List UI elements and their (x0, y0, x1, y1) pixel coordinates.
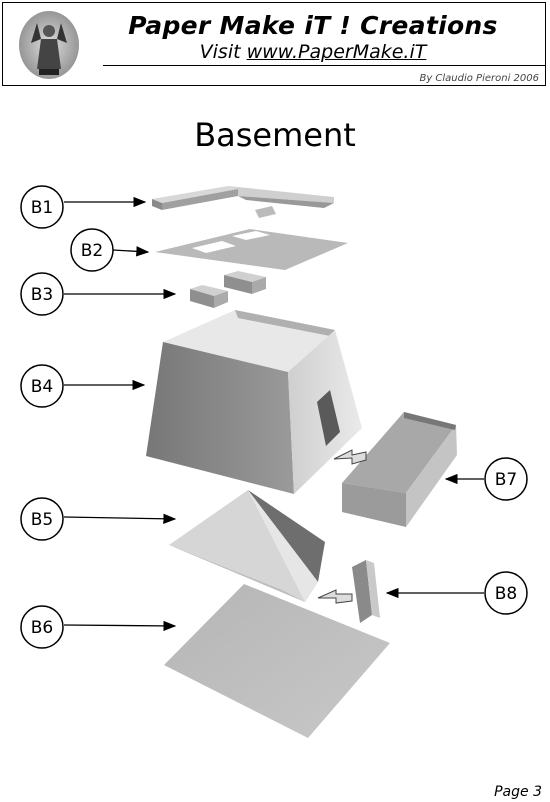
part-b1-frame (152, 186, 334, 218)
arrow-b5 (64, 517, 175, 519)
label-b4-text: B4 (31, 377, 53, 397)
label-b1-text: B1 (31, 198, 53, 218)
label-b8: B8 (485, 572, 527, 614)
part-b6-base (164, 584, 390, 738)
page-number: Page 3 (494, 784, 542, 800)
label-b2: B2 (71, 229, 113, 271)
label-b6-text: B6 (31, 618, 53, 638)
label-b6: B6 (21, 606, 63, 648)
part-b3-blocks (190, 271, 266, 308)
part-b4-box (146, 310, 362, 494)
label-b7: B7 (485, 458, 527, 500)
label-b5: B5 (21, 498, 63, 540)
part-b5-roof (169, 490, 325, 602)
label-b8-text: B8 (495, 584, 517, 604)
label-b1: B1 (21, 186, 63, 228)
label-b3-text: B3 (31, 285, 53, 305)
label-b2-text: B2 (81, 241, 103, 261)
arrow-b6 (64, 625, 175, 626)
label-b7-text: B7 (495, 470, 517, 490)
arrow-b2 (113, 250, 148, 252)
insert-arrow-b8 (318, 590, 352, 603)
label-b4: B4 (21, 365, 63, 407)
part-b8-tab (352, 560, 380, 623)
label-b3: B3 (21, 273, 63, 315)
label-b5-text: B5 (31, 510, 53, 530)
part-b2-sheet (155, 229, 348, 270)
